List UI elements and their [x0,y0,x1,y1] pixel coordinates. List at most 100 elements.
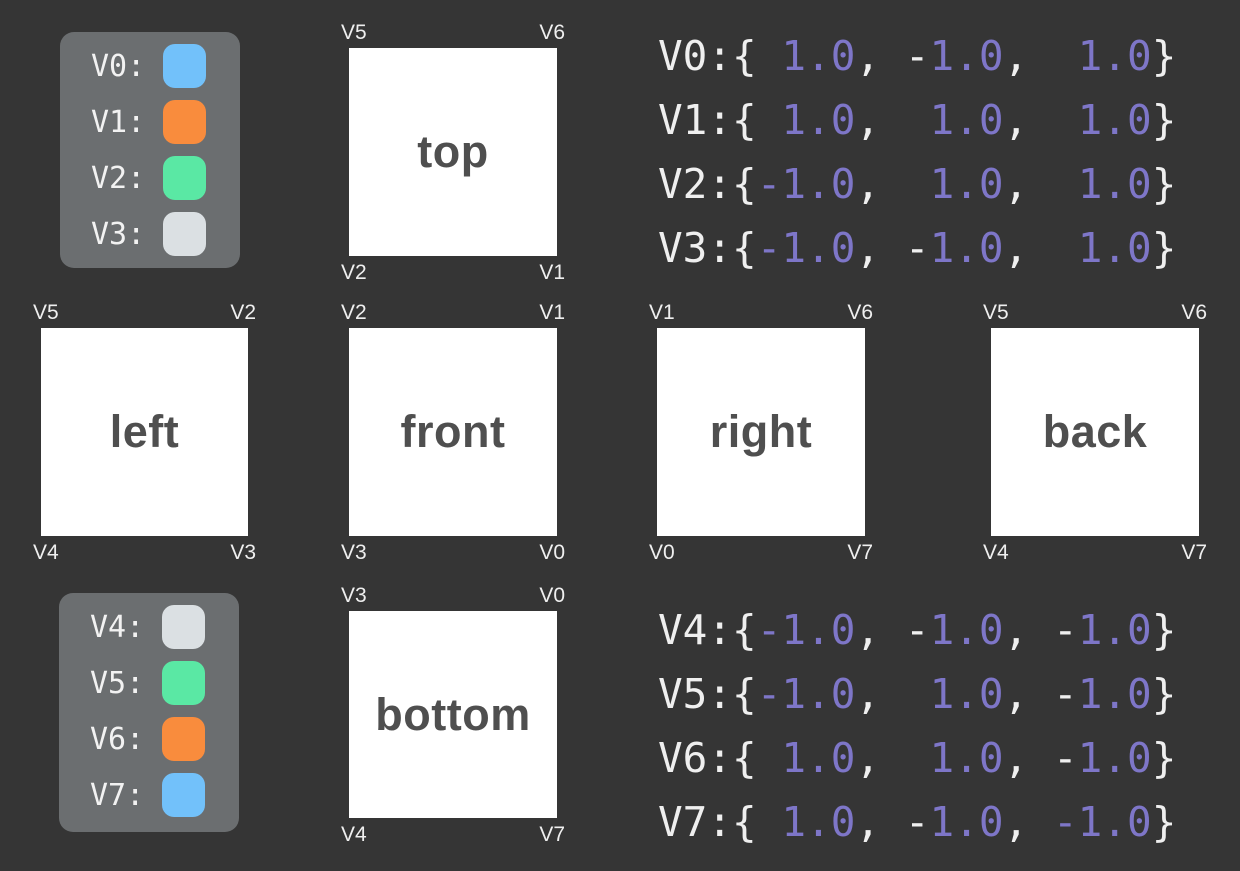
code-segment-white: } [1151,96,1177,144]
legend-row: V0: [91,44,240,88]
code-segment-white: , [1003,798,1053,846]
code-line: V6:{ 1.0, 1.0, -1.0} [658,726,1176,790]
legend-row: V5: [90,661,239,705]
corner-vertex-label: V7 [539,823,565,846]
corner-vertex-label: V7 [1181,541,1207,564]
code-segment-purple: -1.0 [756,606,856,654]
face-bottom: V3 V0 V4 V7 bottom [341,584,565,846]
code-segment-white: , [855,734,930,782]
corner-vertex-label: V6 [1181,301,1207,324]
code-segment-white: , - [1003,734,1078,782]
corner-vertex-label: V7 [847,541,873,564]
code-line: V3:{-1.0, -1.0, 1.0} [658,216,1176,280]
code-segment-white: , [1003,224,1078,272]
code-segment-white: V3:{ [658,224,757,272]
code-segment-purple: 1.0 [929,670,1004,718]
code-segment-purple: 1.0 [1077,160,1152,208]
code-segment-white: , [1003,32,1078,80]
vertex-label: V5: [90,665,145,701]
corner-vertex-label: V4 [983,541,1009,564]
face-right: V1 V6 V0 V7 right [649,301,873,564]
code-segment-purple: 1.0 [1077,224,1152,272]
vertex-label: V7: [90,777,145,813]
vertex-coordinates-v4-v7: V4:{-1.0, -1.0, -1.0}V5:{-1.0, 1.0, -1.0… [658,598,1176,854]
code-segment-white: V0:{ [658,32,782,80]
code-segment-purple: 1.0 [1077,734,1152,782]
code-segment-white: , [855,670,930,718]
face-left: V5 V2 V4 V3 left [33,301,256,564]
code-segment-white: , [855,160,930,208]
corner-vertex-label: V1 [649,301,675,324]
corner-vertex-label: V0 [649,541,675,564]
code-segment-purple: 1.0 [781,734,856,782]
vertex-label: V2: [91,160,146,196]
code-segment-white: } [1151,32,1177,80]
vertex-label: V0: [91,48,146,84]
color-swatch-orange [162,717,205,761]
code-segment-white: , - [1003,606,1078,654]
legend-row: V7: [90,773,239,817]
code-segment-purple: 1.0 [929,224,1004,272]
vertex-label: V6: [90,721,145,757]
face-back: V5 V6 V4 V7 back [983,301,1207,564]
corner-vertex-label: V2 [341,261,367,284]
legend-row: V4: [90,605,239,649]
code-segment-white: V7:{ [658,798,782,846]
code-segment-white: , - [855,32,930,80]
code-segment-purple: -1.0 [756,670,856,718]
code-segment-white: , - [855,606,930,654]
corner-vertex-label: V4 [341,823,367,846]
code-segment-white: V1:{ [658,96,782,144]
code-segment-white: } [1151,670,1177,718]
code-segment-purple: 1.0 [929,798,1004,846]
code-line: V7:{ 1.0, -1.0, -1.0} [658,790,1176,854]
corner-vertex-label: V3 [230,541,256,564]
code-segment-purple: 1.0 [929,734,1004,782]
color-swatch-blue [162,773,205,817]
code-segment-white: } [1151,606,1177,654]
face-top: V5 V6 V2 V1 top [341,21,565,284]
code-line: V0:{ 1.0, -1.0, 1.0} [658,24,1176,88]
vertex-label: V4: [90,609,145,645]
face-name-label: front [400,406,506,457]
face-front: V2 V1 V3 V0 front [341,301,565,564]
code-segment-white: , [1003,160,1078,208]
code-segment-white: , [855,96,930,144]
corner-vertex-label: V3 [341,584,367,607]
code-line: V1:{ 1.0, 1.0, 1.0} [658,88,1176,152]
corner-vertex-label: V5 [341,21,367,44]
legend-row: V3: [91,212,240,256]
face-name-label: bottom [375,688,531,740]
corner-vertex-label: V6 [539,21,565,44]
legend-row: V2: [91,156,240,200]
corner-vertex-label: V1 [539,301,565,324]
face-name-label: back [1042,406,1148,457]
code-segment-purple: 1.0 [1077,670,1152,718]
corner-vertex-label: V2 [341,301,367,324]
code-segment-purple: 1.0 [1077,96,1152,144]
code-line: V2:{-1.0, 1.0, 1.0} [658,152,1176,216]
legend-row: V6: [90,717,239,761]
vertex-label: V1: [91,104,146,140]
corner-vertex-label: V5 [983,301,1009,324]
code-segment-white: V4:{ [658,606,757,654]
code-segment-purple: -1.0 [756,224,856,272]
vertex-coordinates-v0-v3: V0:{ 1.0, -1.0, 1.0}V1:{ 1.0, 1.0, 1.0}V… [658,24,1176,280]
color-swatch-green [162,661,205,705]
corner-vertex-label: V4 [33,541,59,564]
code-segment-white: } [1151,224,1177,272]
code-segment-white: , - [855,224,930,272]
corner-vertex-label: V0 [539,584,565,607]
corner-vertex-label: V0 [539,541,565,564]
code-line: V4:{-1.0, -1.0, -1.0} [658,598,1176,662]
color-swatch-blue [163,44,206,88]
corner-vertex-label: V3 [341,541,367,564]
vertex-color-legend-v4-v7: V4: V5: V6: V7: [59,593,239,832]
code-segment-purple: 1.0 [929,32,1004,80]
color-swatch-green [163,156,206,200]
code-segment-white: , [1003,96,1078,144]
vertex-color-legend-v0-v3: V0: V1: V2: V3: [60,32,240,268]
color-swatch-light-gray [162,605,205,649]
code-segment-purple: 1.0 [781,32,856,80]
code-segment-white: V6:{ [658,734,782,782]
